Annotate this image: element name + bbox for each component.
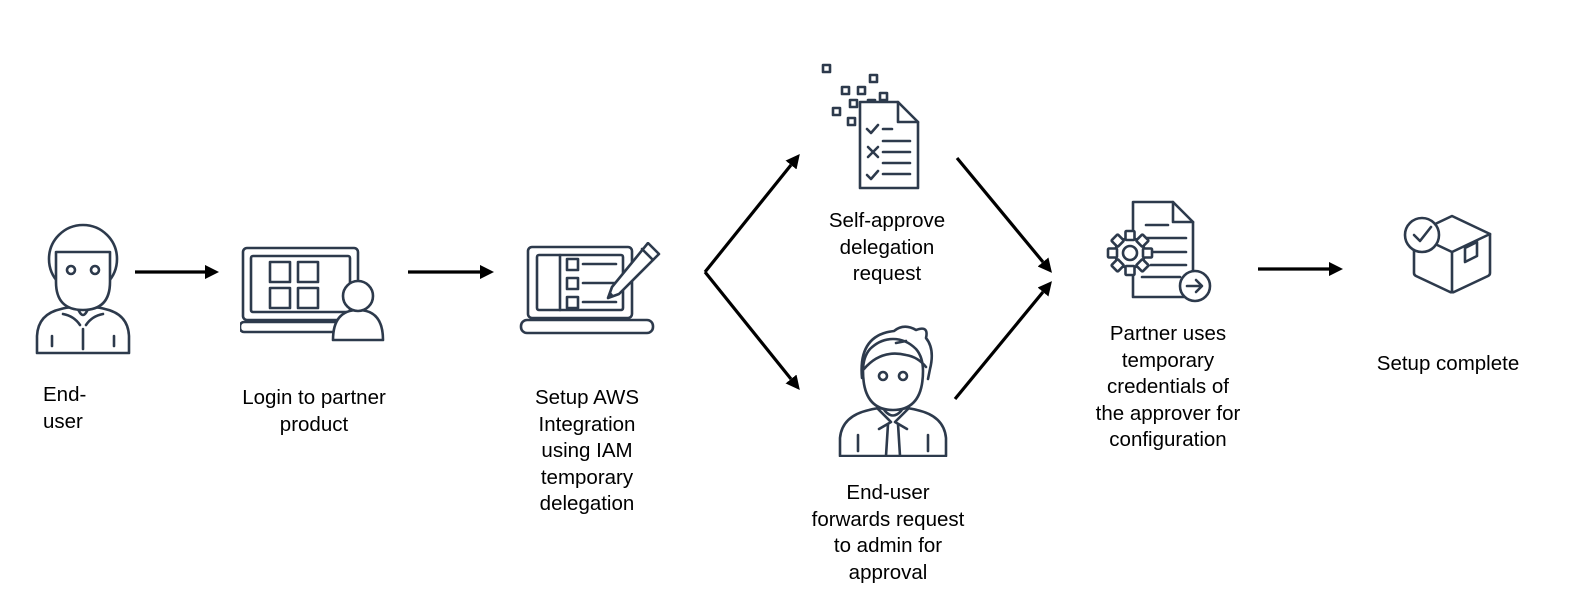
node-setup-aws-integration: Setup AWS Integration using IAM temporar… <box>513 242 661 515</box>
node-label: Partner uses temporary credentials of th… <box>1095 322 1241 451</box>
document-gear-arrow-icon <box>1106 200 1212 303</box>
arrow-setup-to-selfapprove <box>703 154 800 274</box>
node-setup-complete: Setup complete <box>1377 210 1519 375</box>
end-user-icon <box>35 223 131 355</box>
approval-document-icon <box>821 63 920 190</box>
package-check-icon <box>1403 214 1492 294</box>
node-label: End-user forwards request to admin for a… <box>811 481 965 584</box>
node-label: Setup AWS Integration using IAM temporar… <box>534 386 640 515</box>
arrow-admin-to-credentials <box>953 281 1052 401</box>
node-label: Self-approve delegation request <box>828 209 946 285</box>
node-partner-credentials: Partner uses temporary credentials of th… <box>1096 196 1240 451</box>
node-forward-to-admin: End-user forwards request to admin for a… <box>812 323 964 584</box>
node-end-user: End- user <box>30 222 136 433</box>
node-label: Login to partner product <box>242 386 386 436</box>
laptop-apps-user-icon <box>240 246 385 342</box>
node-label: Setup complete <box>1376 352 1520 375</box>
node-label: End- user <box>43 383 87 433</box>
laptop-checklist-pencil-icon <box>519 242 661 335</box>
admin-user-icon <box>838 325 948 457</box>
node-login-partner-product: Login to partner product <box>240 245 388 436</box>
node-self-approve: Self-approve delegation request <box>810 55 945 285</box>
arrow-selfapprove-to-credentials <box>955 156 1052 273</box>
arrow-setup-to-admin <box>703 270 800 390</box>
